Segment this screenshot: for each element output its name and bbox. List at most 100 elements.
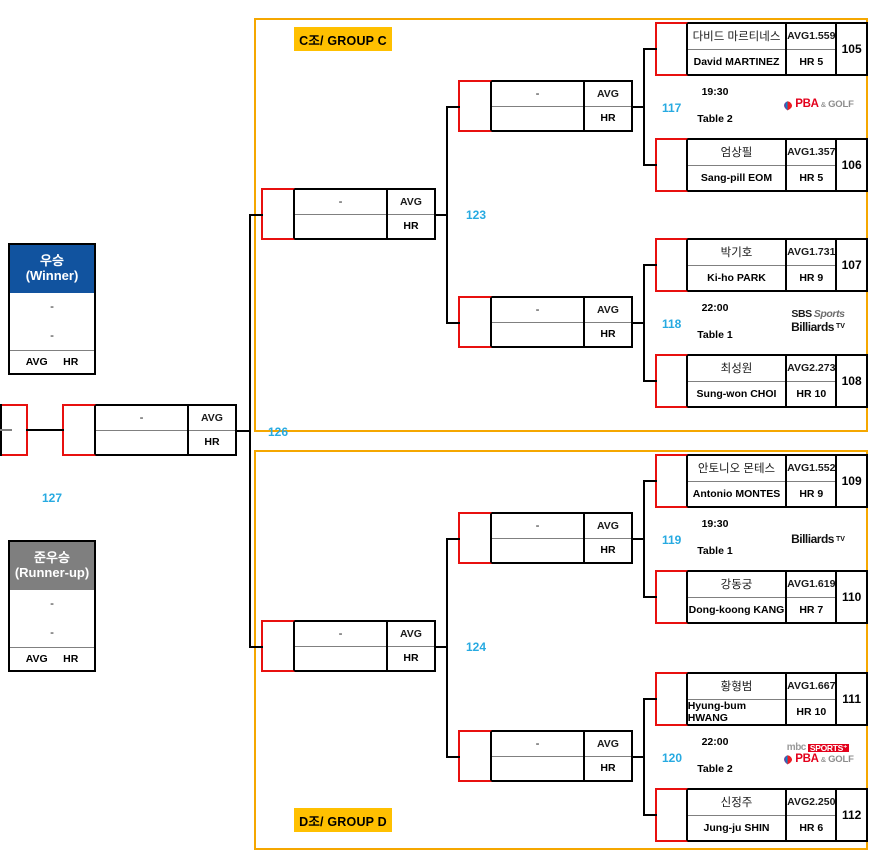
connector-slot117 <box>446 106 460 108</box>
slot-stat-block: AVG HR <box>585 732 631 780</box>
bracket-slot-126[interactable]: - AVG HR <box>62 404 237 456</box>
player-name-en: Jung-ju SHIN <box>703 821 770 834</box>
connector-slot118 <box>446 322 460 324</box>
slot-avg: AVG <box>388 190 434 215</box>
connector-111 <box>643 698 657 700</box>
player-avg: AVG1.552 <box>787 456 835 482</box>
player-avg: AVG1.667 <box>787 674 835 700</box>
connector-118-out <box>631 322 645 324</box>
player-name-block: 다비드 마르티네스 David MARTINEZ <box>687 24 788 74</box>
connector-124-vertical <box>446 538 448 758</box>
match-119-table: Table 1 <box>697 545 733 557</box>
match-117-time: 19:30 <box>701 86 729 98</box>
bracket-slot-120[interactable]: - AVG HR <box>458 730 633 782</box>
player-seat-number: 111 <box>842 692 861 706</box>
match-124-number: 124 <box>466 640 487 654</box>
player-avg: AVG2.250 <box>787 790 835 816</box>
player-avg: AVG1.619 <box>787 572 835 598</box>
player-name-block: 안토니오 몬테스 Antonio MONTES <box>687 456 788 506</box>
bracket-slot-119[interactable]: - AVG HR <box>458 512 633 564</box>
winner-stats-row: AVG HR <box>10 351 94 373</box>
tv-superscript: TV <box>835 323 845 331</box>
slot-hr: HR <box>600 762 616 775</box>
player-name-en: Sung-won CHOI <box>696 387 777 400</box>
match-118-table: Table 1 <box>697 329 733 341</box>
match-119-number: 119 <box>662 533 682 547</box>
slot-name-kr: - <box>295 190 386 215</box>
slot-stub <box>458 80 492 132</box>
connector-126-out <box>237 430 251 432</box>
match-117-broadcasters: PBA & GOLF <box>772 92 864 118</box>
winner-header: 우승 (Winner) <box>10 245 94 293</box>
connector-112 <box>643 814 657 816</box>
slot-hr: HR <box>600 544 616 557</box>
slot-stub <box>62 404 96 456</box>
sports-plus-badge: SPORTS⁺ <box>807 742 850 753</box>
connector-slot123 <box>249 214 263 216</box>
player-name-kr: 황형범 <box>687 674 786 700</box>
player-card-108[interactable]: 최성원 Sung-won CHOI AVG2.273 HR 10 108 <box>655 354 868 408</box>
slot-avg: AVG <box>189 406 235 431</box>
slot-avg: AVG <box>388 622 434 647</box>
player-name-block: 최성원 Sung-won CHOI <box>687 356 788 406</box>
winner-name-kr: - <box>50 301 54 314</box>
slot-name-kr: - <box>492 514 583 539</box>
golf-logo-text: GOLF <box>828 753 854 765</box>
player-seat-number: 108 <box>841 374 862 388</box>
mbc-sports-logo: mbc SPORTS⁺ <box>787 742 850 753</box>
slot-hr: HR <box>600 112 616 125</box>
player-card-110[interactable]: 강동궁 Dong-koong KANG AVG1.619 HR 7 110 <box>655 570 868 624</box>
player-card-107[interactable]: 박기호 Ki-ho PARK AVG1.731 HR 9 107 <box>655 238 868 292</box>
slot-stub <box>458 730 492 782</box>
player-card-111[interactable]: 황형범 Hyung-bum HWANG AVG1.667 HR 10 111 <box>655 672 868 726</box>
slot-stat-block: AVG HR <box>585 82 631 130</box>
billiards-logo-text: Billiards <box>791 532 834 546</box>
connector-slot120 <box>446 756 460 758</box>
sbs-sports-text: Sports <box>813 308 845 321</box>
ampersand-text: & <box>820 100 827 110</box>
card-stub <box>655 22 688 76</box>
pba-golf-logo: PBA & GOLF <box>782 99 854 111</box>
winner-title-kr: 우승 <box>40 253 64 269</box>
player-seat-number: 105 <box>841 42 862 56</box>
bracket-slot-117[interactable]: - AVG HR <box>458 80 633 132</box>
player-hr: HR 10 <box>796 387 827 400</box>
player-card-106[interactable]: 엄상필 Sang-pill EOM AVG1.357 HR 5 106 <box>655 138 868 192</box>
card-stub <box>655 788 688 842</box>
player-stat-block: AVG1.357 HR 5 <box>787 140 838 190</box>
player-seat-number: 109 <box>841 474 862 488</box>
slot-name-block: - <box>492 732 585 780</box>
slot-stub <box>458 296 492 348</box>
slot-hr: HR <box>403 652 419 665</box>
match-119-broadcasters: Billiards TV <box>772 528 864 550</box>
match-120-broadcasters: mbc SPORTS⁺ PBA & GOLF <box>772 738 864 770</box>
player-hr: HR 5 <box>799 55 824 68</box>
bracket-slot-124[interactable]: - AVG HR <box>261 620 436 672</box>
player-name-kr: 안토니오 몬테스 <box>687 456 786 482</box>
runnerup-title-kr: 준우승 <box>34 550 70 566</box>
card-stub <box>655 454 688 508</box>
slot-avg: AVG <box>585 514 631 539</box>
bracket-slot-118[interactable]: - AVG HR <box>458 296 633 348</box>
billiards-tv-logo: Billiards TV <box>791 533 845 545</box>
player-name-en: Antonio MONTES <box>692 487 781 500</box>
pba-golf-logo: PBA & GOLF <box>782 753 854 766</box>
slot-hr: HR <box>600 328 616 341</box>
group-d-tag: D조/ GROUP D <box>294 808 392 832</box>
player-stat-block: AVG2.273 HR 10 <box>787 356 838 406</box>
match-117-number: 117 <box>662 101 682 115</box>
bracket-slot-123[interactable]: - AVG HR <box>261 188 436 240</box>
player-card-112[interactable]: 신정주 Jung-ju SHIN AVG2.250 HR 6 112 <box>655 788 868 842</box>
player-name-en: Hyung-bum HWANG <box>687 699 747 724</box>
connector-105 <box>643 48 657 50</box>
billiards-tv-logo: Billiards TV <box>791 321 845 333</box>
final-divider-line <box>0 429 12 431</box>
player-card-105[interactable]: 다비드 마르티네스 David MARTINEZ AVG1.559 HR 5 1… <box>655 22 868 76</box>
player-stat-block: AVG1.731 HR 9 <box>787 240 838 290</box>
slot-name-en <box>492 323 583 347</box>
player-hr: HR 6 <box>799 821 824 834</box>
player-card-109[interactable]: 안토니오 몬테스 Antonio MONTES AVG1.552 HR 9 10… <box>655 454 868 508</box>
match-118-number: 118 <box>662 317 682 331</box>
match-117-table: Table 2 <box>697 113 733 125</box>
player-hr: HR 10 <box>796 705 827 718</box>
